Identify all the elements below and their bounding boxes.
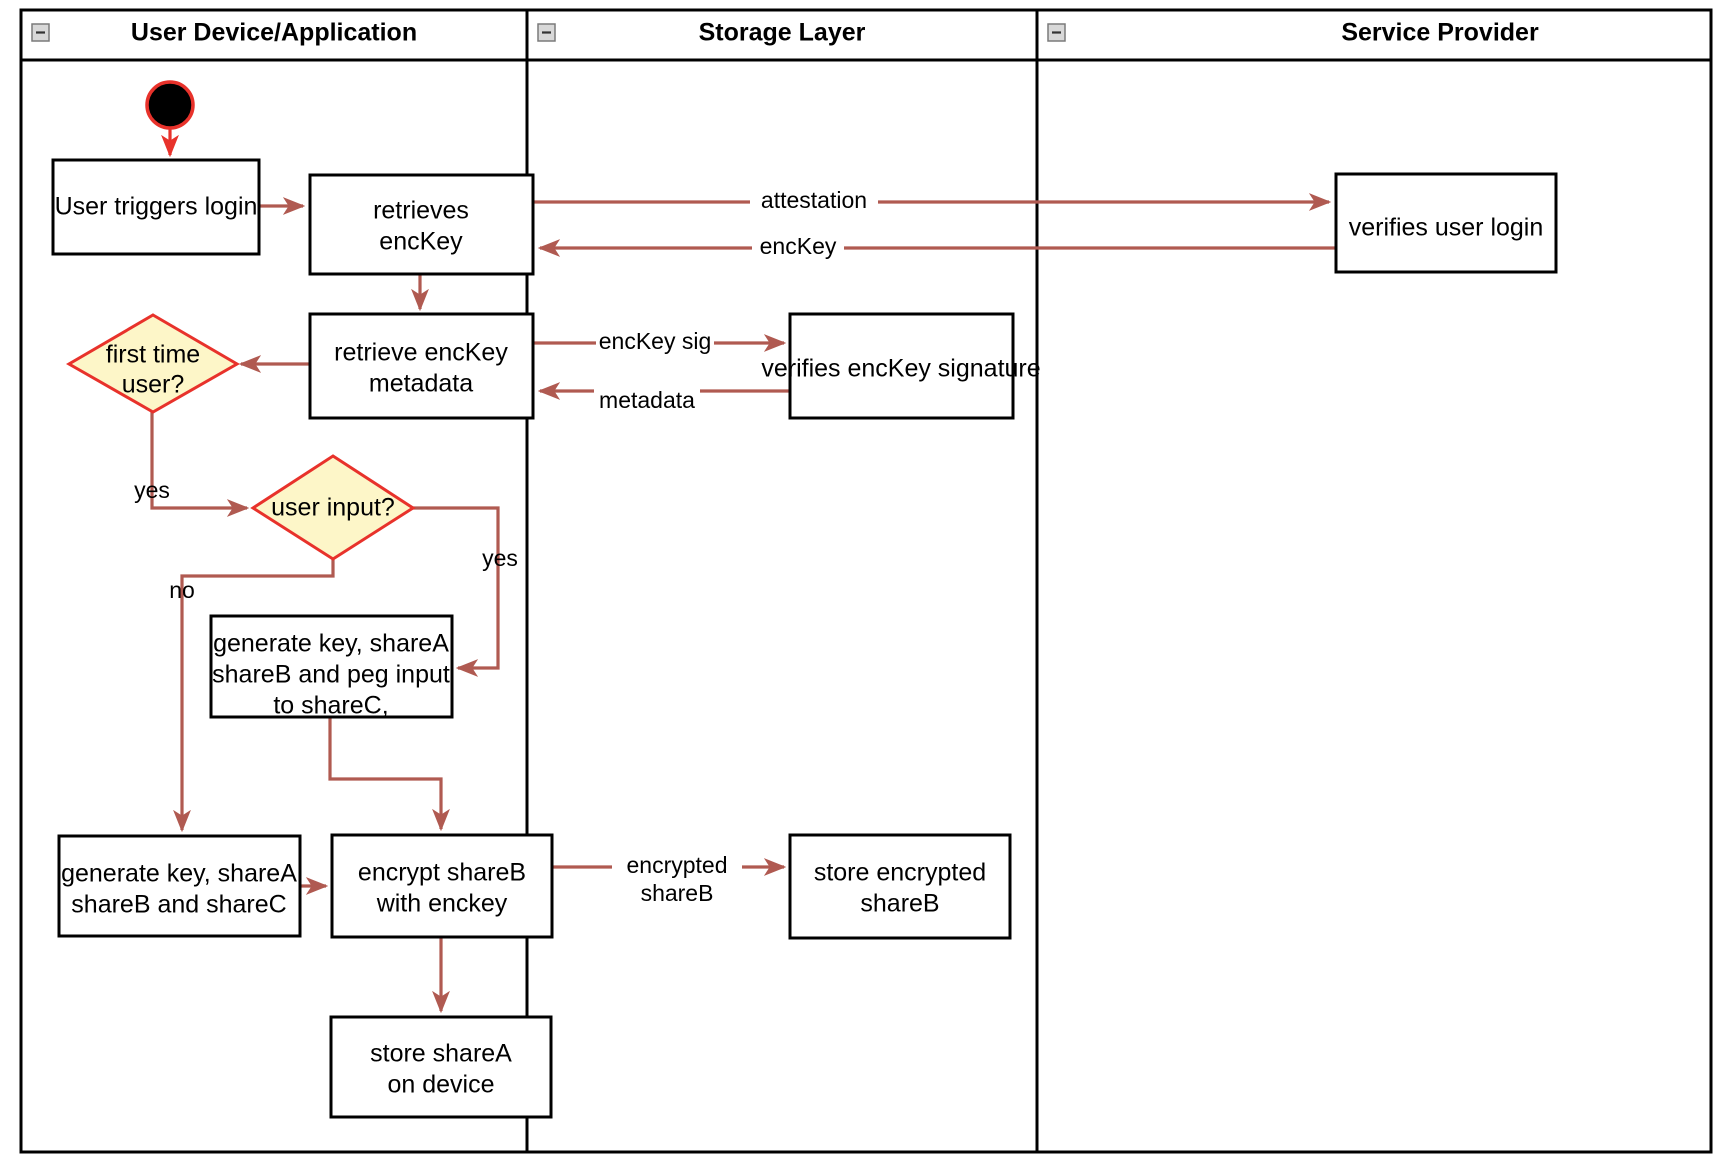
edge-label-enckey-sig: encKey sig: [599, 328, 712, 354]
edge-label-enckey: encKey: [760, 233, 837, 259]
node-label-peg-l1: generate key, shareA: [213, 630, 449, 658]
node-label-store-sharea-l1: store shareA: [370, 1040, 512, 1068]
edge-label-encrypted-line1: encrypted: [626, 852, 727, 878]
edge-firsttime-yes: yes: [134, 412, 250, 517]
lane-header-user-device: User Device/Application: [31, 19, 417, 47]
node-label-sharec-l1: generate key, shareA: [61, 860, 297, 888]
lane-collapse-icon-user-device[interactable]: [31, 23, 50, 42]
node-label-peg-l2: shareB and peg input: [212, 661, 450, 689]
node-label-retrieves-l2: encKey: [379, 228, 463, 256]
lane-title-storage: Storage Layer: [699, 19, 866, 47]
node-encrypt-shareb[interactable]: encrypt shareB with enckey: [330, 833, 554, 939]
node-user-triggers-login[interactable]: User triggers login: [51, 158, 261, 256]
node-label-encrypt-l1: encrypt shareB: [358, 859, 526, 887]
edge-peg-to-encrypt: [328, 717, 450, 832]
node-label-first-time-l2: user?: [122, 371, 185, 399]
node-store-sharea-on-device[interactable]: store shareA on device: [329, 1015, 553, 1119]
edge-label-yes-firsttime: yes: [134, 477, 170, 503]
node-label-store-enc-l2: shareB: [860, 890, 939, 918]
node-generate-key-peg[interactable]: generate key, shareA shareB and peg inpu…: [209, 614, 454, 720]
edge-userinput-no: no: [169, 558, 335, 833]
node-label-peg-l3: to shareC,: [273, 692, 388, 720]
edge-enckey: encKey: [537, 233, 1336, 262]
node-label-user-triggers-login: User triggers login: [55, 193, 258, 221]
lane-title-service-provider: Service Provider: [1341, 19, 1539, 47]
lane-title-user-device: User Device/Application: [131, 19, 417, 47]
node-label-verifies-user-login: verifies user login: [1349, 214, 1544, 242]
edge-label-yes-userinput: yes: [482, 545, 518, 571]
node-label-verifies-enckey-signature: verifies encKey signature: [761, 355, 1040, 383]
node-label-store-enc-l1: store encrypted: [814, 859, 986, 887]
node-first-time-user[interactable]: first time user?: [66, 313, 240, 414]
node-user-input[interactable]: user input?: [250, 454, 416, 561]
node-store-encrypted-shareb[interactable]: store encrypted shareB: [788, 833, 1012, 940]
node-label-store-sharea-l2: on device: [387, 1071, 494, 1099]
edge-attestation: attestation: [533, 187, 1332, 216]
node-retrieve-enckey-metadata[interactable]: retrieve encKey metadata: [308, 312, 535, 420]
edge-userinput-yes: yes: [413, 506, 518, 677]
node-label-retrieve-meta-l2: metadata: [369, 370, 473, 398]
node-verifies-enckey-signature[interactable]: verifies encKey signature: [761, 312, 1041, 420]
lane-header-service-provider: Service Provider: [1047, 19, 1539, 47]
node-retrieves-enckey[interactable]: retrieves encKey: [308, 173, 535, 276]
lane-header-storage: Storage Layer: [537, 19, 866, 47]
lane-collapse-icon-service-provider[interactable]: [1047, 23, 1066, 42]
edge-metadata: metadata: [537, 382, 790, 416]
node-generate-key-sharec[interactable]: generate key, shareA shareB and shareC: [57, 834, 302, 938]
node-label-retrieves-l1: retrieves: [373, 197, 469, 225]
node-label-first-time-l1: first time: [106, 341, 200, 369]
edge-label-no-userinput: no: [169, 577, 195, 603]
edge-enckey-sig: encKey sig: [533, 328, 787, 357]
node-verifies-user-login[interactable]: verifies user login: [1334, 172, 1558, 274]
node-label-encrypt-l2: with enckey: [376, 890, 508, 918]
node-start[interactable]: [145, 80, 195, 130]
edge-label-attestation: attestation: [761, 187, 867, 213]
edge-encrypted-shareb: encrypted shareB: [552, 846, 787, 906]
lane-collapse-icon-storage[interactable]: [537, 23, 556, 42]
node-label-retrieve-meta-l1: retrieve encKey: [334, 339, 508, 367]
node-label-sharec-l2: shareB and shareC: [71, 891, 286, 919]
node-label-user-input: user input?: [271, 494, 395, 522]
edge-label-encrypted-line2: shareB: [641, 880, 714, 906]
edge-label-metadata: metadata: [599, 387, 695, 413]
